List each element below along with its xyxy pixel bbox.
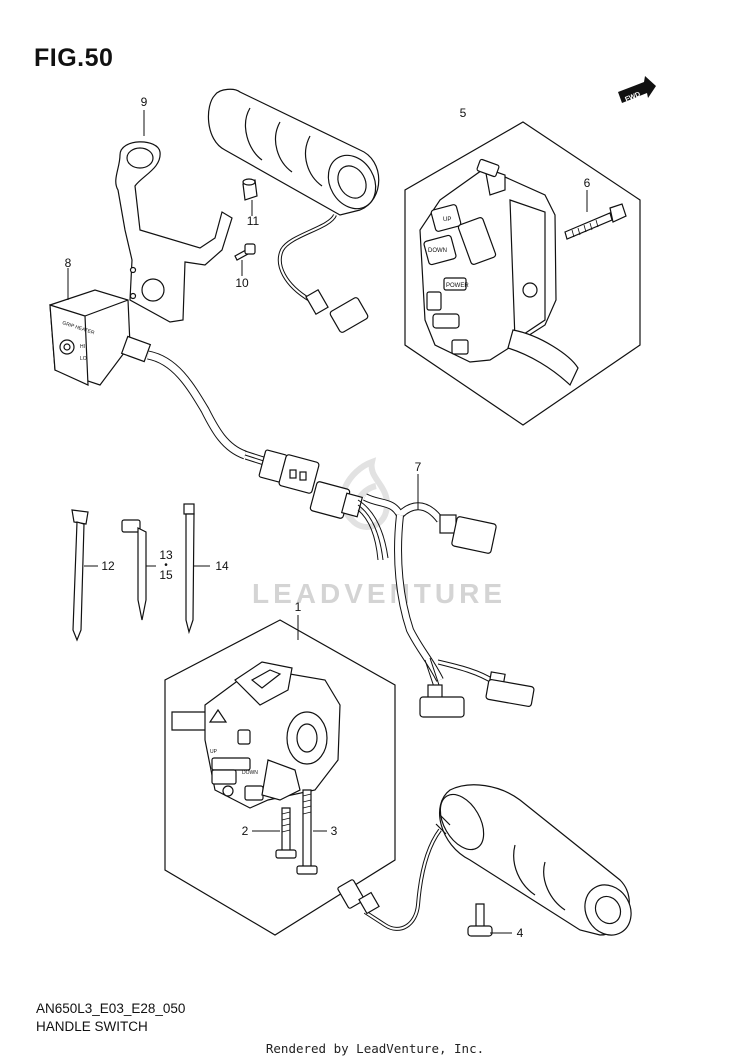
callout-11: 11 <box>246 214 260 228</box>
grip-heater-harness <box>146 350 271 468</box>
callout-8: 8 <box>64 256 72 270</box>
bolt-part-10 <box>234 243 256 261</box>
callout-13-15-dot: • <box>164 560 168 571</box>
cable-tie-part-14 <box>183 503 195 635</box>
grip-heater-hi-label: HI <box>80 344 85 350</box>
right-switch-box <box>404 121 641 426</box>
screw-part-2 <box>275 807 297 859</box>
collar-part-11 <box>242 178 258 201</box>
callout-15: 15 <box>159 568 173 582</box>
callout-13: 13 <box>159 548 173 562</box>
callout-7: 7 <box>414 460 422 474</box>
callout-3: 3 <box>330 824 338 838</box>
diagram-code: AN650L3_E03_E28_050 <box>36 1001 186 1016</box>
left-switch-down-label: DOWN <box>242 770 258 776</box>
callout-4: 4 <box>516 926 524 940</box>
rendered-by-credit: Rendered by LeadVenture, Inc. <box>265 1041 485 1056</box>
callout-10: 10 <box>235 276 249 290</box>
watermark-text: LEADVENTURE <box>252 578 507 609</box>
screw-part-6 <box>564 203 627 240</box>
right-switch-up-label: UP <box>443 217 451 223</box>
clamp-part-13 <box>121 519 147 621</box>
callout-14: 14 <box>215 559 229 573</box>
grip-heater-switch-part-8 <box>49 289 152 386</box>
sub-harness-part-7 <box>309 481 535 718</box>
left-handlebar-switch <box>171 661 341 809</box>
callout-9: 9 <box>140 95 148 109</box>
left-switch-up-label: UP <box>210 749 218 755</box>
callout-6: 6 <box>583 176 591 190</box>
bottom-heated-grip <box>337 784 632 936</box>
right-handlebar-switch <box>419 158 579 387</box>
callout-1: 1 <box>294 600 302 614</box>
right-switch-down-label: DOWN <box>428 248 447 254</box>
left-switch-box <box>164 619 396 936</box>
top-heated-grip <box>207 88 380 333</box>
cable-tie-part-12 <box>71 509 89 642</box>
fwd-arrow-icon: FWD <box>618 76 656 104</box>
grip-heater-lo-label: LO <box>80 356 87 362</box>
screw-part-4 <box>467 903 493 937</box>
diagram-name: HANDLE SWITCH <box>36 1019 148 1034</box>
callout-12: 12 <box>101 559 115 573</box>
callout-5: 5 <box>459 106 467 120</box>
bracket-part-9 <box>115 141 233 323</box>
screw-part-3 <box>296 789 318 875</box>
right-switch-power-label: POWER <box>446 283 469 289</box>
harness-connector-a <box>258 449 320 494</box>
callout-2: 2 <box>241 824 249 838</box>
figure-title: FIG.50 <box>34 44 114 72</box>
